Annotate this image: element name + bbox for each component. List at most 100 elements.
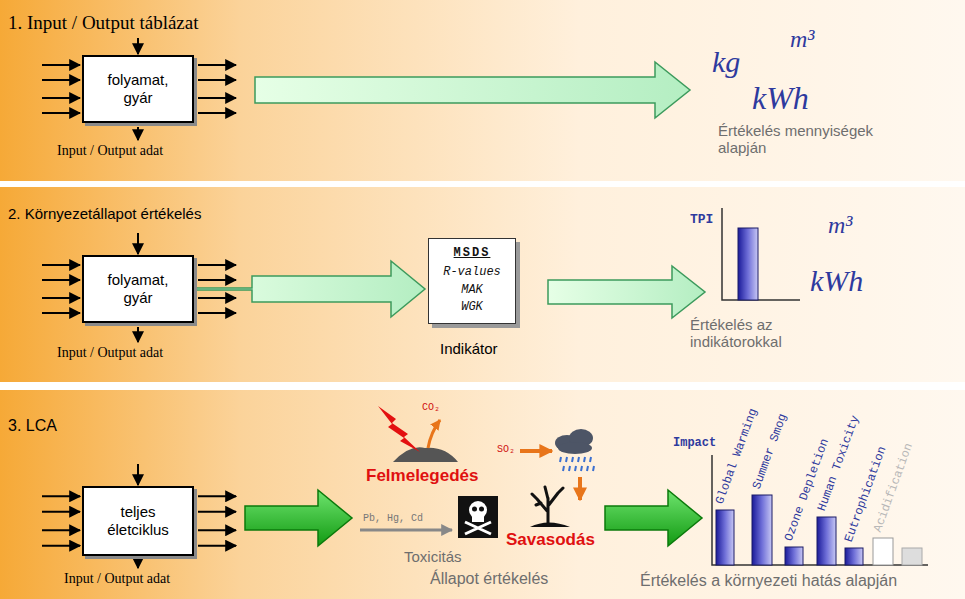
io-arrow [198,495,236,497]
so2-arrow [520,449,552,453]
box-text: folyamat, gyár [92,71,184,107]
io-arrow [42,495,80,497]
impact-bar [817,517,836,565]
band-heading: 1. Input / Output táblázat [8,12,198,34]
io-arrow [42,64,80,66]
io-arrow [137,464,139,485]
io-arrow [137,560,139,568]
tpi-bar [738,228,758,300]
impact-bar [752,495,772,565]
unit-label: kWh [752,80,809,117]
impact-bar [873,538,893,565]
impact-name: Savasodás [506,530,595,550]
io-arrow [42,79,80,81]
block-arrow [255,62,690,118]
unit-label: m³ [790,26,815,53]
dead-tree [532,487,563,524]
io-arrow [42,97,80,99]
io-label: Input / Output adat [57,143,163,159]
heat-ray [378,406,420,452]
ground [530,523,570,528]
process-box: folyamat, gyár [82,255,194,323]
chemical-label: SO₂ [497,444,515,455]
rain-drop [581,466,582,471]
earth-mound [393,447,458,462]
indicator-line: MAK [461,282,483,299]
cloud [558,442,592,454]
io-arrow [42,529,80,531]
impact-bar [845,548,863,565]
indicator-line: MSDS [454,245,491,262]
rain [560,457,594,471]
io-arrow [198,297,236,299]
rain-drop [572,457,573,462]
band-ground [0,390,965,599]
io-arrow [198,64,236,66]
rain-drop [575,466,576,471]
caption-note: Értékelés mennyiségek alapján [718,122,908,156]
io-arrow [137,38,139,54]
skull-sign [458,496,498,538]
unit-label: kg [712,45,740,79]
io-arrows [42,38,236,568]
rain-drop [569,466,570,471]
rain-drop [578,457,579,462]
band-ground [0,0,965,181]
io-arrow [198,264,236,266]
process-box: teljes életciklus [82,486,194,556]
unit-label: m³ [828,212,853,239]
band-heading: 2. Környezetállapot értékelés [8,205,201,222]
io-arrow [198,279,236,281]
block-arrow [548,266,705,318]
band-heading: 3. LCA [8,417,57,435]
crossbones [465,522,491,534]
axis-label: TPI [690,212,713,227]
impact-bar [716,510,734,565]
impact-name: Felmelegedés [366,466,478,486]
impact-bar [902,548,922,565]
io-arrow [137,233,139,254]
rain-drop [584,457,585,462]
caption-note: Értékelés az indikátorokkal [690,316,820,350]
io-arrow [198,312,236,314]
box-text: folyamat, gyár [92,271,184,307]
acid-arrow [578,477,582,500]
indicator-card: MSDS R-valuesMAKWGK [428,238,516,324]
process-box: folyamat, gyár [82,55,194,123]
io-arrow [198,97,236,99]
io-arrow [198,511,236,513]
axis-label: Impact [673,436,716,450]
caption-note: Értékelés a környezeti hatás alapján [640,572,897,590]
skull-eye [472,507,477,512]
io-arrow [137,327,139,342]
io-arrow [42,511,80,513]
chart-axis [722,208,800,300]
io-arrow [137,127,139,140]
caption-note: Állapot értékelés [430,570,548,588]
io-arrow [198,545,236,547]
block-arrow [605,490,702,546]
io-arrow [198,529,236,531]
indicator-line: WGK [461,299,483,316]
io-arrow [42,312,80,314]
box-text: teljes életciklus [92,503,184,539]
rain-drop [590,457,591,462]
rain-drop [563,466,564,471]
chemical-label: Pb, Hg, Cd [363,513,423,524]
io-label: Input / Output adat [64,571,170,587]
io-arrow [42,264,80,266]
io-label: Input / Output adat [57,345,163,361]
skull [472,515,484,522]
skull-eye [479,507,484,512]
rain-drop [566,457,567,462]
io-arrow [198,79,236,81]
chemical-label: CO₂ [422,402,440,413]
indicator-label: Indikátor [440,340,498,357]
io-arrow [42,112,80,114]
block-arrow-connector [194,261,425,317]
indicator-line: R-values [443,264,501,281]
io-arrow [42,297,80,299]
io-arrow [198,112,236,114]
metal-arrow [360,529,452,532]
io-arrow [42,545,80,547]
